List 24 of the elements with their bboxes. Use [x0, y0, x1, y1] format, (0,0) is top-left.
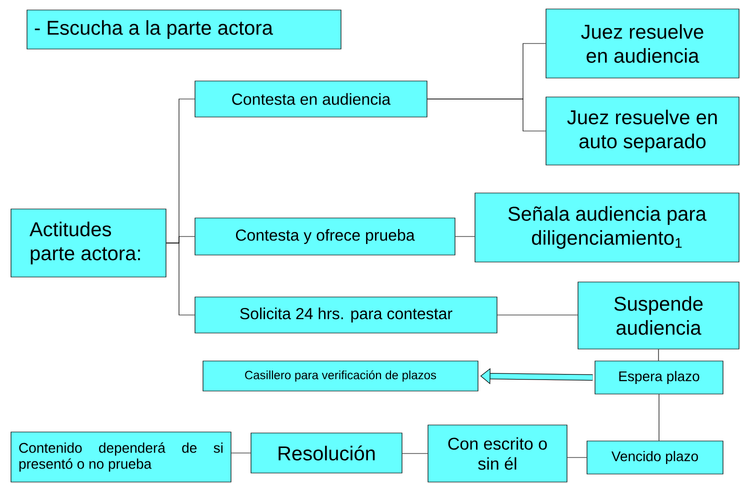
- connector-line: [402, 453, 428, 454]
- process-box: Contesta y ofrece prueba: [194, 218, 456, 256]
- connector-line: [497, 314, 578, 316]
- connector-line: [427, 98, 546, 132]
- connector-line: [231, 452, 251, 454]
- process-box: Contenido dependerá de si presentó o no prueba: [10, 432, 232, 482]
- connector-line: [166, 242, 195, 316]
- connector-line: [567, 457, 587, 458]
- process-box: Juez resuelve en auto separado: [546, 96, 740, 166]
- connector-line: [658, 349, 659, 361]
- process-box: - Escucha a la parte actora: [26, 10, 342, 50]
- process-box: Resolución: [250, 432, 402, 474]
- process-box: Señala audiencia para diligenciamiento$_{1}$: [474, 192, 740, 262]
- process-box: Contesta en audiencia: [194, 80, 428, 118]
- block-arrow: [480, 368, 593, 384]
- process-box: Solicita 24 hrs. para contestar: [194, 296, 498, 334]
- process-box: Suspende audiencia: [578, 282, 740, 350]
- process-box: Espera plazo: [594, 360, 724, 394]
- connector-line: [658, 394, 660, 441]
- process-box: Actitudes parte actora:: [10, 208, 166, 278]
- process-box: Vencido plazo: [586, 440, 724, 474]
- connector-line: [455, 236, 475, 237]
- process-box: Juez resuelve en audiencia: [546, 8, 740, 78]
- process-box: Con escrito o sin él: [428, 424, 568, 482]
